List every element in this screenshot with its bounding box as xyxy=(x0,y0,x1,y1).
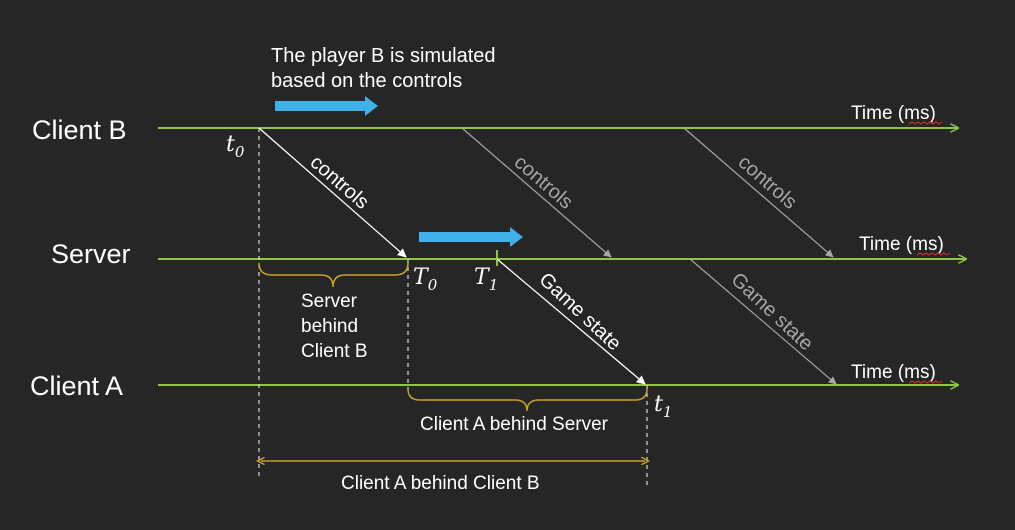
simulation-arrow-icon xyxy=(275,96,378,116)
time-point-T0: T0 xyxy=(413,265,438,294)
delay-label-a-behind-b: Client A behind Client B xyxy=(341,473,540,494)
game-state-arrow-main xyxy=(496,258,646,385)
controls-arrow-2 xyxy=(461,127,612,258)
time-label-client-a: Time (ms) xyxy=(851,362,936,383)
row-label-server: Server xyxy=(51,239,131,269)
spellcheck-squiggle xyxy=(916,252,951,256)
game-state-arrow-2 xyxy=(689,258,837,385)
spellcheck-squiggle xyxy=(908,380,943,384)
time-label-client-b: Time (ms) xyxy=(851,103,936,124)
brace-server-behind-b xyxy=(258,262,409,288)
row-label-client-b: Client B xyxy=(32,115,127,145)
simulation-note-line1: The player B is simulated xyxy=(271,45,496,67)
delay-label-server-behind-b: Server behind Client B xyxy=(301,291,368,362)
controls-arrow-3 xyxy=(683,127,834,258)
controls-arrow-main xyxy=(258,127,407,258)
simulation-note-line2: based on the controls xyxy=(271,70,462,92)
time-label-server: Time (ms) xyxy=(859,234,944,255)
controls-label-2: controls xyxy=(510,151,577,214)
controls-label-main: controls xyxy=(306,151,373,214)
simulation-arrow-icon xyxy=(419,227,523,247)
game-state-label-2: Game state xyxy=(727,269,818,356)
time-point-T1: T1 xyxy=(474,265,498,294)
delay-label-a-behind-server: Client A behind Server xyxy=(420,414,609,435)
time-point-t1: t1 xyxy=(654,392,672,421)
spellcheck-squiggle xyxy=(908,121,943,125)
time-point-t0: t0 xyxy=(226,132,245,161)
controls-label-3: controls xyxy=(734,151,801,214)
row-label-client-a: Client A xyxy=(30,371,123,401)
brace-a-behind-server xyxy=(407,388,648,412)
game-state-label-main: Game state xyxy=(535,269,626,356)
